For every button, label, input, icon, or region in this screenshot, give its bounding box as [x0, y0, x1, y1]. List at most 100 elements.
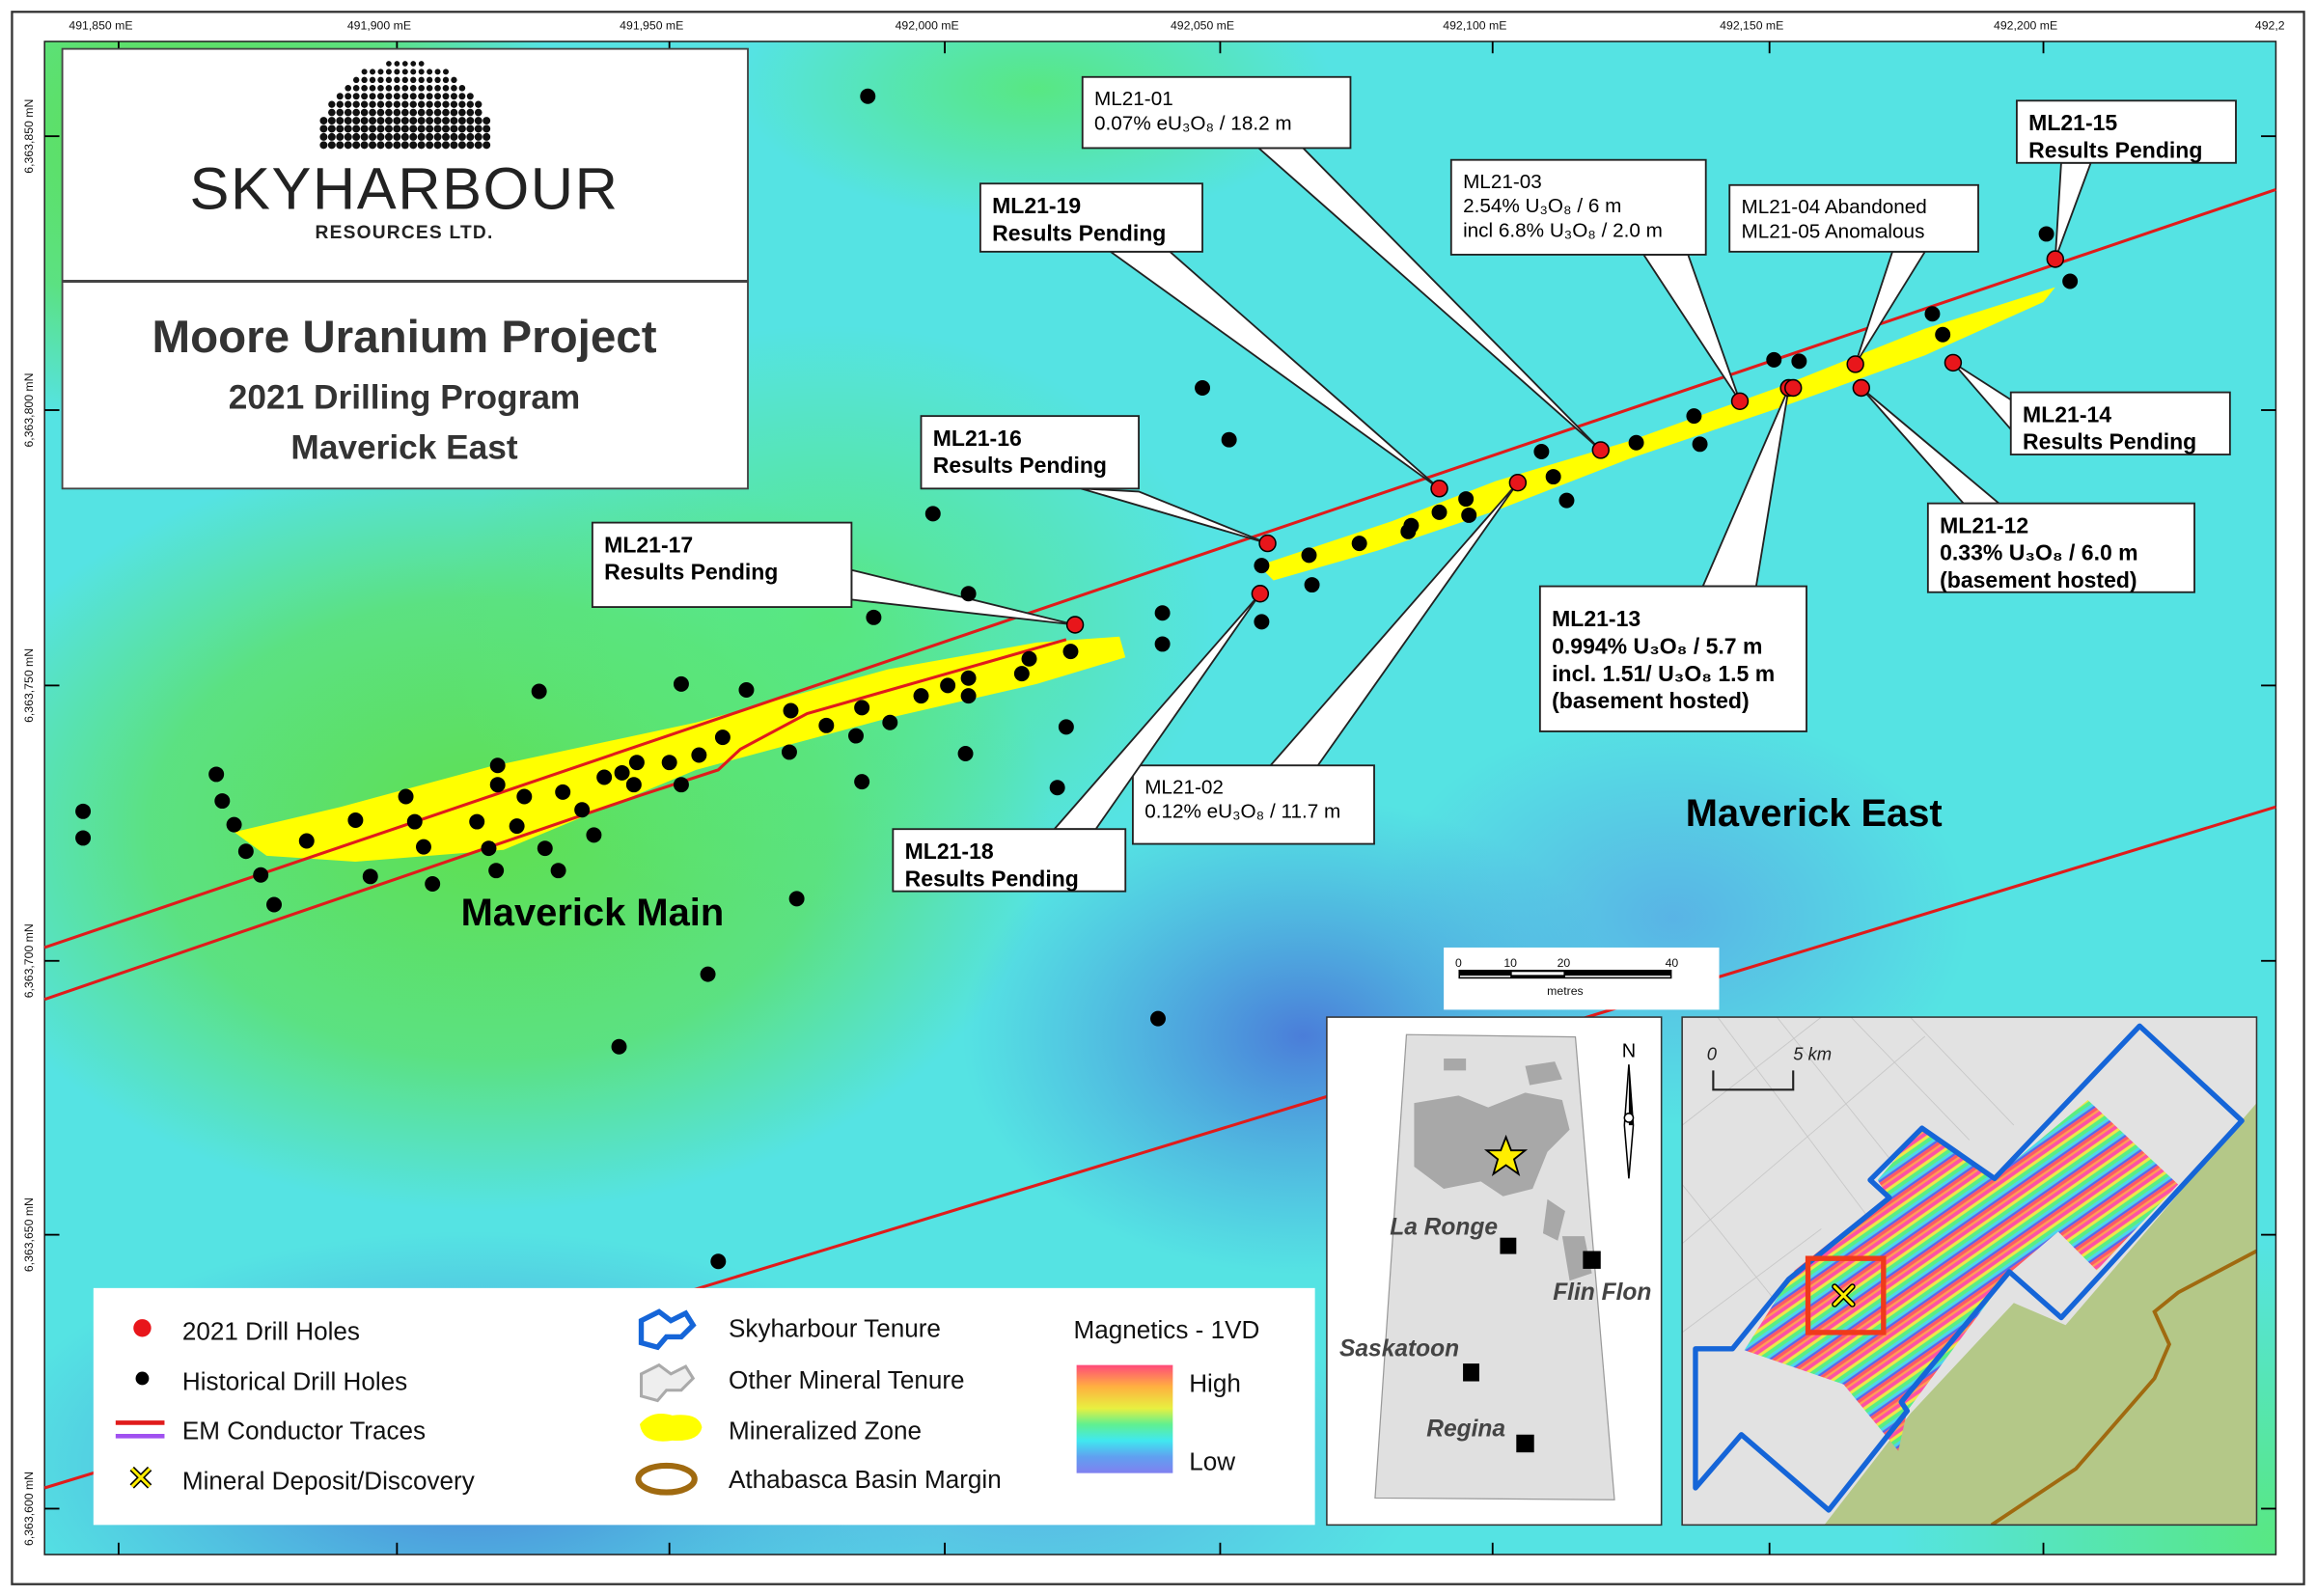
- historical-drill-hole: [1254, 558, 1270, 574]
- logo-dot: [401, 93, 409, 100]
- logo-dot: [442, 124, 450, 133]
- city-marker-flin-flon: [1583, 1251, 1601, 1269]
- historical-drill-hole: [866, 609, 882, 625]
- historical-drill-hole: [1304, 577, 1320, 593]
- historical-drill-hole: [347, 812, 364, 828]
- callout-text: ML21-18: [905, 839, 994, 864]
- logo-dot: [418, 100, 426, 108]
- callout-text: ML21-13: [1552, 606, 1640, 631]
- logo-dot: [417, 124, 426, 133]
- historical-drill-hole: [1351, 536, 1367, 552]
- logo-dot: [426, 76, 433, 84]
- historical-drill-hole: [1924, 306, 1941, 322]
- logo-dot: [426, 124, 434, 133]
- logo-dot: [466, 124, 475, 133]
- legend-label: 2021 Drill Holes: [182, 1317, 360, 1346]
- logo-dot: [336, 117, 345, 125]
- callout-text: incl. 1.51/ U₃O₈ 1.5 m: [1552, 661, 1775, 686]
- logo-dot: [418, 76, 425, 84]
- callout-box: [979, 182, 1203, 253]
- logo-dot: [385, 69, 392, 75]
- historical-drill-hole: [489, 777, 506, 793]
- historical-drill-hole: [1301, 547, 1317, 564]
- logo-dot: [319, 132, 328, 141]
- historical-drill-hole: [469, 813, 485, 830]
- historical-drill-hole: [1545, 469, 1561, 485]
- logo-dot: [409, 93, 417, 100]
- historical-drill-hole: [848, 728, 864, 744]
- tenure-scale-bar: [1712, 1070, 1795, 1091]
- logo-dot: [442, 69, 449, 75]
- callout-box: [892, 828, 1127, 893]
- logo-dot: [410, 76, 417, 84]
- callout-text: ML21-02: [1144, 776, 1224, 798]
- legend-basin-margin-icon: [635, 1462, 698, 1496]
- logo-dot: [433, 132, 442, 141]
- legend-2021-drill-hole-icon: [133, 1319, 152, 1337]
- callout-text: ML21-14: [2023, 401, 2111, 427]
- logo-dot: [426, 100, 433, 108]
- historical-drill-hole: [1058, 719, 1074, 735]
- logo-dot: [376, 100, 385, 108]
- logo-dot: [327, 124, 336, 133]
- historical-drill-hole: [1935, 326, 1951, 343]
- historical-drill-hole: [940, 677, 956, 694]
- logo-dot: [336, 132, 345, 141]
- logo-dot: [328, 108, 336, 117]
- logo-dot: [457, 124, 466, 133]
- logo-dot: [410, 61, 417, 67]
- project-location-star-icon: [1483, 1134, 1529, 1177]
- legend-mineralized-zone-icon: [639, 1414, 703, 1442]
- magnetics-1vd-grid: [1744, 1100, 2179, 1451]
- logo-dot: [426, 84, 433, 92]
- area-label-maverick-main: Maverick Main: [461, 892, 725, 934]
- logo-dot: [376, 132, 385, 141]
- logo-dot: [394, 61, 400, 67]
- project-area-box: [1805, 1255, 1887, 1335]
- logo-dot: [376, 124, 385, 133]
- logo-dot: [345, 100, 352, 108]
- historical-drill-hole: [1558, 492, 1575, 509]
- logo-dot: [409, 108, 418, 117]
- logo-dot: [344, 117, 352, 125]
- logo-dot: [426, 141, 434, 150]
- callout-text: ML21-04 Abandoned: [1742, 196, 1927, 218]
- historical-drill-hole: [596, 769, 613, 785]
- logo-dot: [434, 84, 441, 92]
- logo-dot: [361, 93, 369, 100]
- scale-unit: metres: [1547, 984, 1584, 998]
- logo-dot: [369, 141, 377, 150]
- callout-text: Results Pending: [604, 560, 778, 585]
- historical-drill-hole: [537, 840, 553, 857]
- logo-dot: [360, 141, 369, 150]
- historical-drill-hole: [2038, 226, 2054, 242]
- historical-drill-hole: [586, 827, 602, 843]
- logo-dot: [328, 100, 336, 108]
- callout-ml21-02: ML21-020.12% eU₃O₈ / 11.7 m: [1131, 482, 1519, 845]
- legend-other-tenure-icon: [639, 1362, 696, 1403]
- athabasca-basin-margin: [1990, 1249, 2257, 1526]
- callout-text: ML21-03: [1463, 171, 1542, 193]
- city-label-saskatoon: Saskatoon: [1339, 1335, 1459, 1362]
- logo-dot: [369, 108, 376, 117]
- logo-dot: [457, 117, 466, 125]
- historical-drill-hole: [75, 830, 92, 846]
- callout-text: ML21-15: [2028, 110, 2117, 135]
- callout-layer: ML21-010.07% eU₃O₈ / 18.2 mML21-19Result…: [591, 75, 2237, 893]
- callout-text: (basement hosted): [1552, 688, 1749, 713]
- tenure-scale-start: 0: [1707, 1044, 1718, 1064]
- historical-drill-hole: [960, 586, 977, 602]
- logo-dot: [400, 117, 409, 125]
- logo-dot: [377, 76, 384, 84]
- northing-label: 6,363,750 mN: [22, 648, 36, 723]
- logo-dot: [433, 117, 442, 125]
- northing-label: 6,363,600 mN: [22, 1472, 36, 1546]
- logo-dot: [386, 61, 392, 67]
- logo-dot: [369, 84, 376, 92]
- historical-drill-hole: [509, 818, 525, 835]
- historical-drill-hole: [957, 745, 974, 761]
- logo-dot: [385, 100, 393, 108]
- logo-dot: [400, 141, 409, 150]
